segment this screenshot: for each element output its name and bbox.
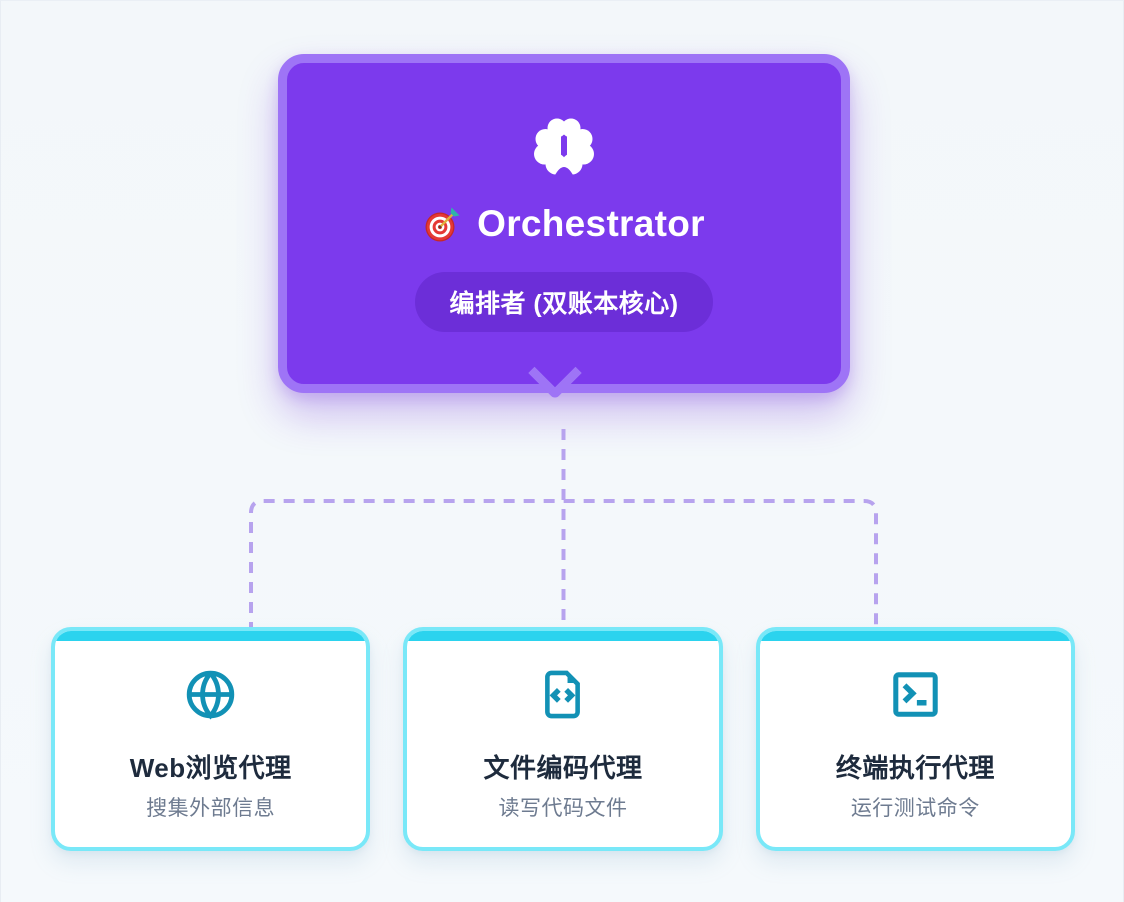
card-accent-bar [407, 631, 719, 641]
connector-lines [249, 429, 878, 633]
target-emoji-icon [423, 204, 463, 244]
card-accent-bar [759, 631, 1071, 641]
brain-icon [532, 115, 596, 177]
agent-card-file-coding: 文件编码代理 读写代码文件 [403, 627, 723, 851]
agent-card-terminal-exec: 终端执行代理 运行测试命令 [755, 627, 1075, 851]
agent-card-web-browse: Web浏览代理 搜集外部信息 [51, 627, 371, 851]
globe-icon [183, 667, 238, 722]
agent-name: 终端执行代理 [835, 753, 995, 783]
agent-name: 文件编码代理 [483, 753, 643, 783]
agent-name: Web浏览代理 [129, 753, 292, 783]
agent-desc: 搜集外部信息 [146, 797, 276, 820]
orchestrator-badge: 编排者 (双账本核心) [415, 272, 713, 332]
agent-desc: 运行测试命令 [850, 797, 980, 820]
orchestrator-title-row: Orchestrator [423, 203, 705, 245]
agent-cards-row: Web浏览代理 搜集外部信息 文件编码代理 读写代码文件 [51, 627, 1075, 851]
file-code-icon [535, 667, 590, 722]
orchestrator-title: Orchestrator [477, 203, 705, 244]
card-accent-bar [55, 631, 367, 641]
agent-desc: 读写代码文件 [498, 797, 628, 820]
terminal-icon [888, 667, 943, 722]
orchestrator-node: Orchestrator 编排者 (双账本核心) [278, 54, 850, 393]
